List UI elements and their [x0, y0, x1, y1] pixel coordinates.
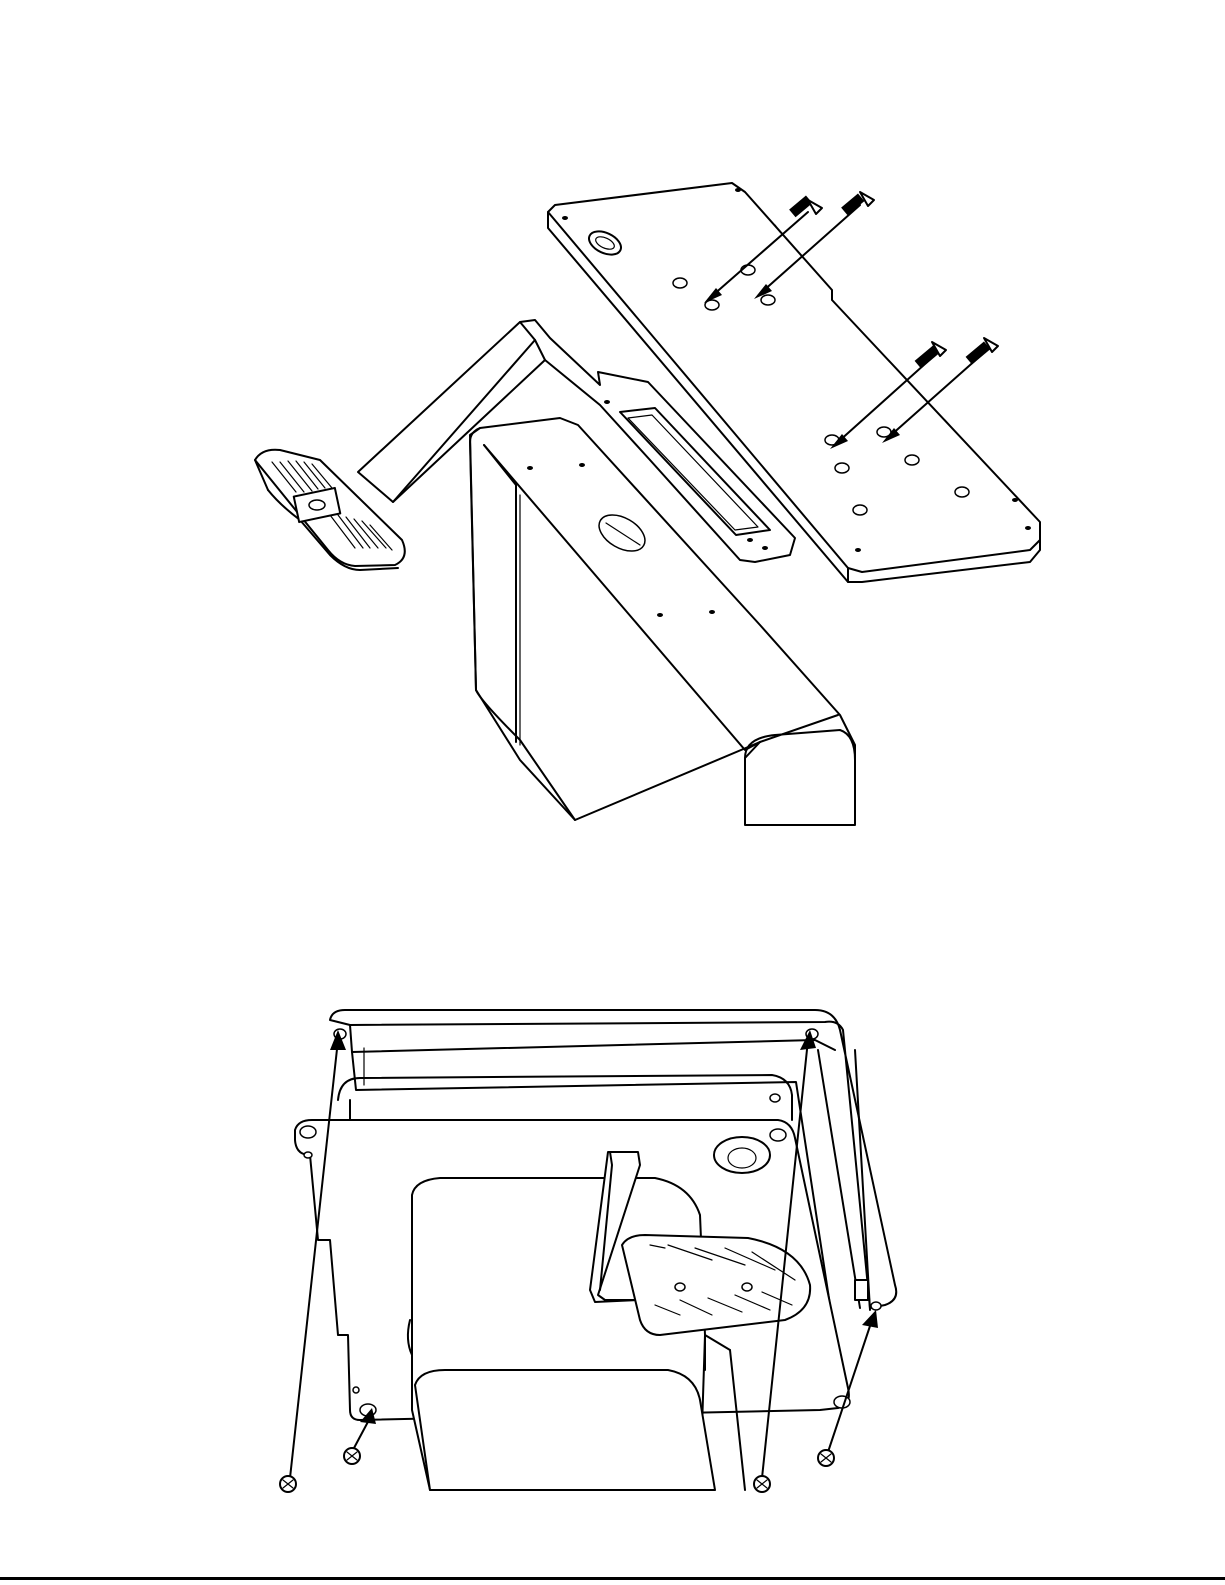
upper-exploded-view — [0, 0, 1225, 840]
stand-column — [408, 1178, 745, 1490]
underside-exploded-view — [0, 990, 1225, 1510]
page-bottom-rule — [0, 1577, 1225, 1580]
